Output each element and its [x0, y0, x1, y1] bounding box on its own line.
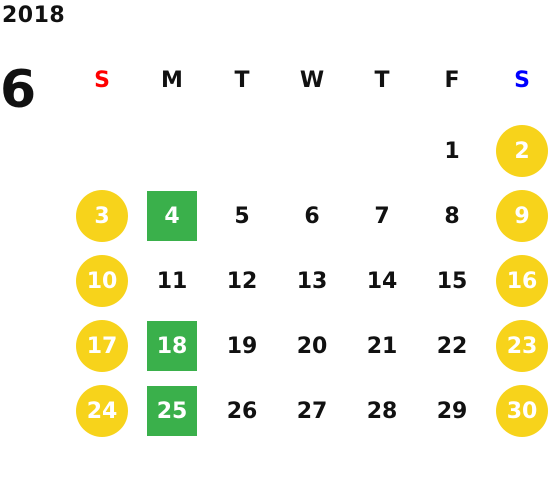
day-number: 7 — [374, 203, 390, 229]
day-cell-21[interactable]: 21 — [355, 320, 409, 372]
day-number: 20 — [296, 333, 328, 359]
day-cell-8[interactable]: 8 — [425, 190, 479, 242]
day-number: 15 — [436, 268, 468, 294]
day-cell-3[interactable]: 3 — [75, 190, 129, 242]
day-number: 30 — [496, 385, 548, 437]
calendar-month: 6 — [0, 60, 37, 120]
day-cell-25[interactable]: 25 — [145, 385, 199, 437]
day-cell-24[interactable]: 24 — [75, 385, 129, 437]
day-number: 14 — [366, 268, 398, 294]
day-cell-14[interactable]: 14 — [355, 255, 409, 307]
day-number: 22 — [436, 333, 468, 359]
weekday-header-thursday: T — [374, 68, 390, 93]
day-cell-22[interactable]: 22 — [425, 320, 479, 372]
day-cell-9[interactable]: 9 — [495, 190, 548, 242]
day-cell-1[interactable]: 1 — [425, 125, 479, 177]
day-number: 21 — [366, 333, 398, 359]
weekday-header-friday: F — [444, 68, 460, 93]
day-number: 2 — [496, 125, 548, 177]
day-cell-10[interactable]: 10 — [75, 255, 129, 307]
day-cell-23[interactable]: 23 — [495, 320, 548, 372]
day-cell-20[interactable]: 20 — [285, 320, 339, 372]
day-number: 9 — [496, 190, 548, 242]
weekday-header-tuesday: T — [234, 68, 250, 93]
day-number: 29 — [436, 398, 468, 424]
day-cell-11[interactable]: 11 — [145, 255, 199, 307]
day-cell-2[interactable]: 2 — [495, 125, 548, 177]
day-number: 23 — [496, 320, 548, 372]
day-number: 19 — [226, 333, 258, 359]
day-number: 10 — [76, 255, 128, 307]
day-cell-30[interactable]: 30 — [495, 385, 548, 437]
day-number: 6 — [304, 203, 320, 229]
day-number: 1 — [444, 138, 460, 164]
day-cell-18[interactable]: 18 — [145, 320, 199, 372]
day-number: 28 — [366, 398, 398, 424]
day-number: 5 — [234, 203, 250, 229]
day-cell-12[interactable]: 12 — [215, 255, 269, 307]
day-number: 27 — [296, 398, 328, 424]
day-cell-27[interactable]: 27 — [285, 385, 339, 437]
day-number: 25 — [147, 386, 197, 436]
day-cell-28[interactable]: 28 — [355, 385, 409, 437]
weekday-header-monday: M — [161, 68, 183, 93]
day-number: 8 — [444, 203, 460, 229]
day-number: 13 — [296, 268, 328, 294]
day-cell-16[interactable]: 16 — [495, 255, 548, 307]
day-number: 17 — [76, 320, 128, 372]
day-number: 12 — [226, 268, 258, 294]
day-cell-17[interactable]: 17 — [75, 320, 129, 372]
day-cell-15[interactable]: 15 — [425, 255, 479, 307]
day-cell-7[interactable]: 7 — [355, 190, 409, 242]
weekday-header-saturday: S — [514, 68, 530, 93]
day-cell-6[interactable]: 6 — [285, 190, 339, 242]
day-number: 11 — [156, 268, 188, 294]
calendar-year: 2018 — [2, 3, 66, 28]
day-cell-26[interactable]: 26 — [215, 385, 269, 437]
day-cell-29[interactable]: 29 — [425, 385, 479, 437]
weekday-header-wednesday: W — [299, 68, 325, 93]
day-cell-19[interactable]: 19 — [215, 320, 269, 372]
day-number: 16 — [496, 255, 548, 307]
day-cell-4[interactable]: 4 — [145, 190, 199, 242]
day-number: 18 — [147, 321, 197, 371]
day-number: 26 — [226, 398, 258, 424]
day-number: 4 — [147, 191, 197, 241]
day-cell-13[interactable]: 13 — [285, 255, 339, 307]
day-number: 24 — [76, 385, 128, 437]
day-number: 3 — [76, 190, 128, 242]
weekday-header-sunday: S — [94, 68, 110, 93]
day-cell-5[interactable]: 5 — [215, 190, 269, 242]
